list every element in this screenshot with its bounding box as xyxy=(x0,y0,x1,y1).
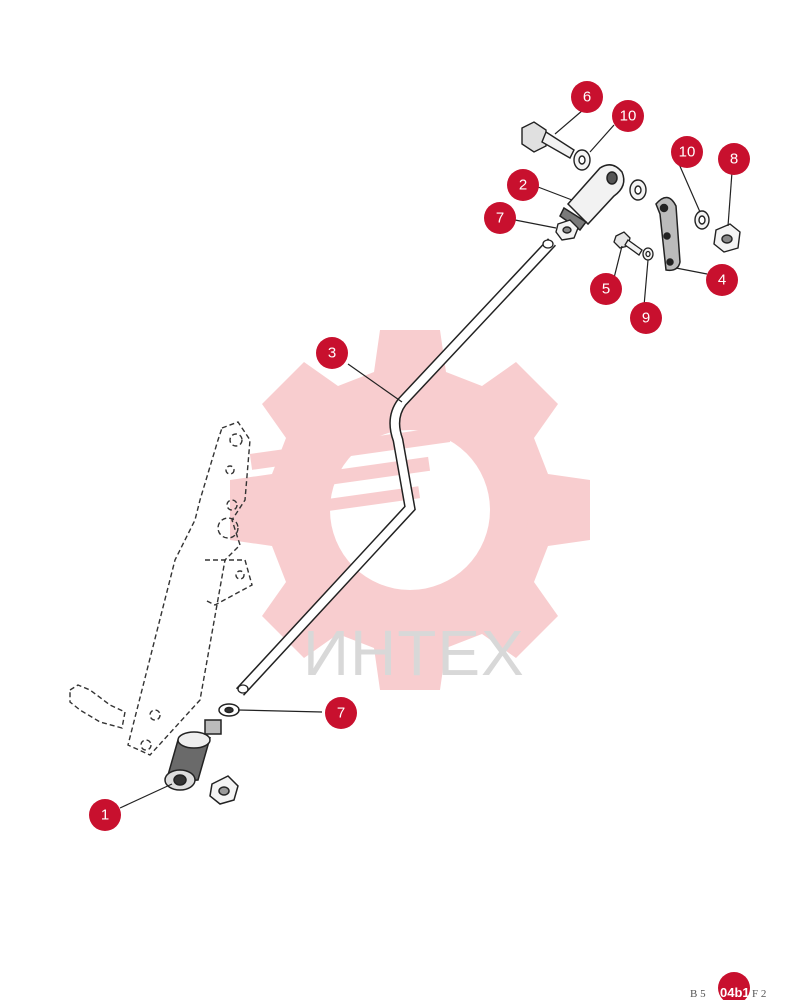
watermark-text: ИНТЕХ xyxy=(303,617,525,689)
callout-10-upper: 10 xyxy=(612,100,644,132)
callout-label: 9 xyxy=(642,310,650,327)
washer xyxy=(573,149,710,230)
callout-10-right: 10 xyxy=(671,136,703,168)
leader-lines xyxy=(119,109,733,809)
callout-4: 4 xyxy=(706,264,738,296)
lever-plate xyxy=(655,196,681,272)
callout-2: 2 xyxy=(507,169,539,201)
callout-7-lower: 7 xyxy=(325,697,357,729)
callout-1: 1 xyxy=(89,799,121,831)
callout-label: 4 xyxy=(718,272,726,289)
jam-nut-upper xyxy=(555,219,579,241)
callout-label: 1 xyxy=(101,807,109,824)
lower-coupler xyxy=(164,703,240,805)
callout-5: 5 xyxy=(590,273,622,305)
hex-nut xyxy=(713,223,741,253)
callout-8: 8 xyxy=(718,143,750,175)
callout-label: 10 xyxy=(620,108,637,125)
callout-label: 7 xyxy=(337,705,345,722)
drawing-code: B 5 04b1 F 2 xyxy=(690,972,766,1000)
bolt-long xyxy=(521,121,575,159)
callout-label: 8 xyxy=(730,151,738,168)
callout-label: 5 xyxy=(602,281,610,298)
callout-label: 7 xyxy=(496,210,504,227)
callout-3: 3 xyxy=(316,337,348,369)
pedal-arm-outline xyxy=(69,421,253,756)
drawing-code-suffix: F 2 xyxy=(752,988,766,1000)
small-washer xyxy=(642,247,654,261)
callout-6: 6 xyxy=(571,81,603,113)
control-rod xyxy=(235,238,557,696)
drawing-code-prefix: B 5 xyxy=(690,988,706,1000)
drawing-code-number: 04b1 xyxy=(720,985,750,1000)
callout-label: 3 xyxy=(328,345,336,362)
callout-label: 10 xyxy=(679,144,696,161)
rod-end-eye xyxy=(559,164,625,232)
callout-label: 2 xyxy=(519,177,527,194)
bolt-short xyxy=(613,231,643,256)
callout-7-upper: 7 xyxy=(484,202,516,234)
callout-9: 9 xyxy=(630,302,662,334)
callout-label: 6 xyxy=(583,89,591,106)
